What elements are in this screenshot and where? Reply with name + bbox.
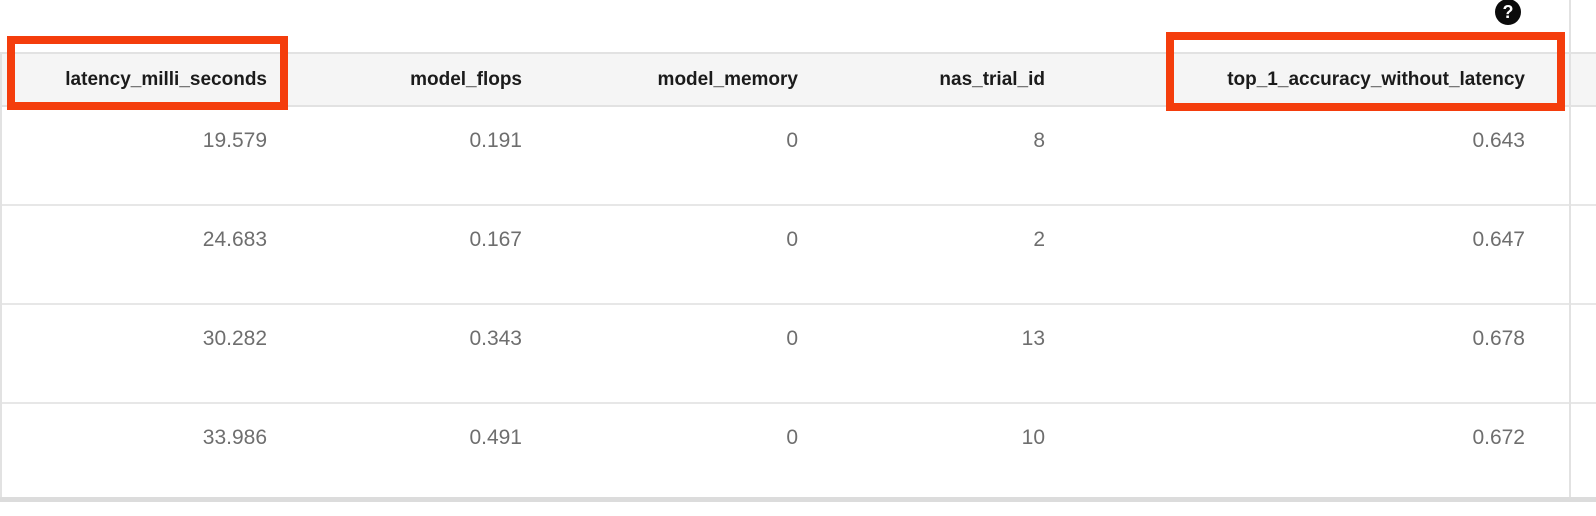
cell-flops: 0.167 [469, 228, 522, 251]
cell-memory: 0 [786, 129, 798, 152]
cell-latency: 30.282 [202, 327, 267, 350]
cell-trial-id: 2 [1033, 228, 1045, 251]
cell-trial-id: 10 [1021, 426, 1045, 449]
cell-flops: 0.191 [469, 129, 522, 152]
cell-memory: 0 [786, 426, 798, 449]
table-row[interactable]: 24.683 0.167 0 2 0.647 [0, 206, 1596, 305]
cell-flops: 0.491 [469, 426, 522, 449]
table-row[interactable]: 30.282 0.343 0 13 0.678 [0, 305, 1596, 404]
cell-flops: 0.343 [469, 327, 522, 350]
column-header-top-1-accuracy-without-latency[interactable]: top_1_accuracy_without_latency [1227, 69, 1525, 90]
cell-latency: 33.986 [202, 426, 267, 449]
cell-accuracy: 0.647 [1472, 228, 1525, 251]
cell-latency: 19.579 [202, 129, 267, 152]
table-column-divider [1569, 0, 1571, 501]
cell-latency: 24.683 [202, 228, 267, 251]
cell-clipped [1570, 107, 1596, 204]
cell-clipped [1570, 206, 1596, 303]
cell-memory: 0 [786, 327, 798, 350]
cell-trial-id: 8 [1033, 129, 1045, 152]
table-bottom-divider [0, 497, 1596, 502]
table-header-row: latency_milli_seconds model_flops model_… [0, 52, 1596, 107]
cell-accuracy: 0.672 [1472, 426, 1525, 449]
metrics-table: latency_milli_seconds model_flops model_… [0, 52, 1596, 503]
table-row[interactable]: 33.986 0.491 0 10 0.672 [0, 404, 1596, 503]
cell-clipped [1570, 305, 1596, 402]
table-left-border [0, 52, 2, 501]
cell-clipped [1570, 404, 1596, 503]
help-icon[interactable]: ? [1495, 0, 1521, 25]
column-header-clipped [1570, 54, 1596, 105]
cell-trial-id: 13 [1021, 327, 1045, 350]
cell-accuracy: 0.643 [1472, 129, 1525, 152]
cell-memory: 0 [786, 228, 798, 251]
table-row[interactable]: 19.579 0.191 0 8 0.643 [0, 107, 1596, 206]
column-header-model-flops[interactable]: model_flops [410, 69, 522, 90]
cell-accuracy: 0.678 [1472, 327, 1525, 350]
column-header-model-memory[interactable]: model_memory [657, 69, 798, 90]
column-header-nas-trial-id[interactable]: nas_trial_id [939, 69, 1045, 90]
column-header-latency-milli-seconds[interactable]: latency_milli_seconds [65, 69, 267, 90]
